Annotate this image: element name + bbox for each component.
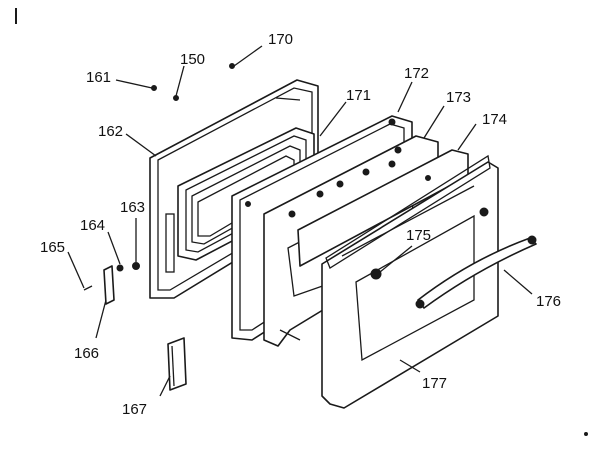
scan-dot	[584, 432, 588, 436]
part-174-outer-trim	[297, 149, 469, 267]
label-165: 165	[40, 239, 65, 256]
leader-lines	[67, 45, 533, 397]
label-175: 175	[406, 227, 431, 244]
label-177: 177	[422, 375, 447, 392]
part-176-door-handle	[415, 235, 537, 309]
label-172: 172	[404, 65, 429, 82]
part-167-hinge-cover	[167, 337, 187, 391]
label-163: 163	[120, 199, 145, 216]
label-176: 176	[536, 293, 561, 310]
label-162: 162	[98, 123, 123, 140]
part-labels: 170 150 161 162 163 164 165 166 167 171 …	[40, 31, 561, 418]
label-166: 166	[74, 345, 99, 362]
label-161: 161	[86, 69, 111, 86]
hardware-screws	[83, 63, 235, 305]
label-164: 164	[80, 217, 105, 234]
label-173: 173	[446, 89, 471, 106]
label-174: 174	[482, 111, 507, 128]
label-167: 167	[122, 401, 147, 418]
part-177-outer-door-panel	[321, 154, 499, 409]
label-170: 170	[268, 31, 293, 48]
label-150: 150	[180, 51, 205, 68]
label-171: 171	[346, 87, 371, 104]
